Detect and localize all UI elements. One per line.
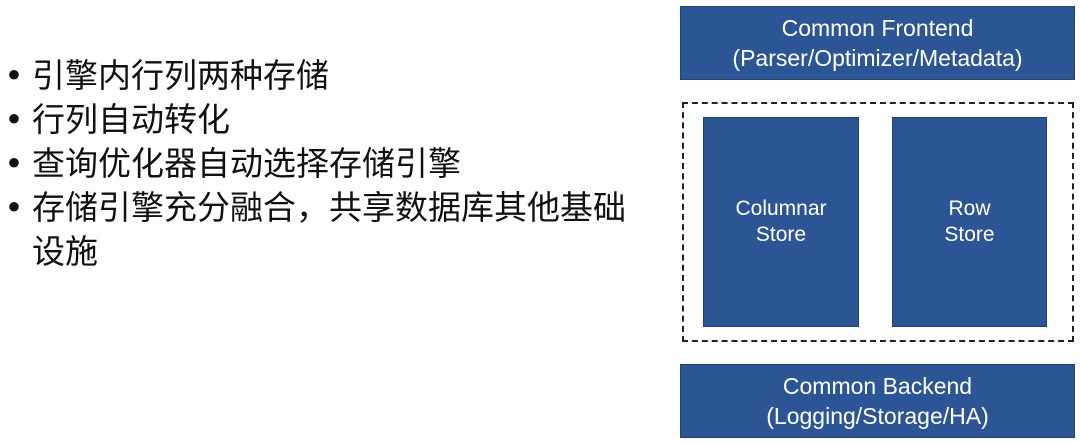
bullet-item: • 查询优化器自动选择存储引擎	[4, 142, 644, 186]
bullet-item: • 引擎内行列两种存储	[4, 54, 644, 98]
common-frontend-box: Common Frontend (Parser/Optimizer/Metada…	[680, 6, 1075, 80]
common-backend-box: Common Backend (Logging/Storage/HA)	[680, 364, 1075, 438]
bullet-dot: •	[4, 144, 24, 183]
bullet-dot: •	[4, 100, 24, 139]
feature-bullet-list: • 引擎内行列两种存储 • 行列自动转化 • 查询优化器自动选择存储引擎 • 存…	[4, 54, 644, 274]
backend-title: Common Backend	[782, 373, 973, 399]
bullet-item: • 行列自动转化	[4, 98, 644, 142]
backend-subtitle: (Logging/Storage/HA)	[766, 403, 989, 429]
bullet-dot: •	[4, 188, 24, 227]
bullet-dot: •	[4, 56, 24, 95]
row-store-box: Row Store	[892, 117, 1047, 327]
row-label-line1: Row	[948, 197, 991, 220]
bullet-text: 引擎内行列两种存储	[32, 56, 329, 95]
storage-engine-group	[682, 102, 1074, 342]
columnar-label-line1: Columnar	[735, 197, 827, 220]
bullet-text: 存储引擎充分融合，共享数据库其他基础设施	[32, 188, 626, 271]
row-label-line2: Store	[944, 223, 995, 246]
columnar-label-line2: Store	[755, 223, 807, 246]
columnar-store-box: Columnar Store	[703, 117, 859, 327]
bullet-item: • 存储引擎充分融合，共享数据库其他基础设施	[4, 186, 644, 274]
bullet-text: 查询优化器自动选择存储引擎	[32, 144, 461, 183]
bullet-text: 行列自动转化	[32, 100, 230, 139]
frontend-subtitle: (Parser/Optimizer/Metadata)	[732, 45, 1023, 71]
frontend-title: Common Frontend	[781, 15, 974, 41]
